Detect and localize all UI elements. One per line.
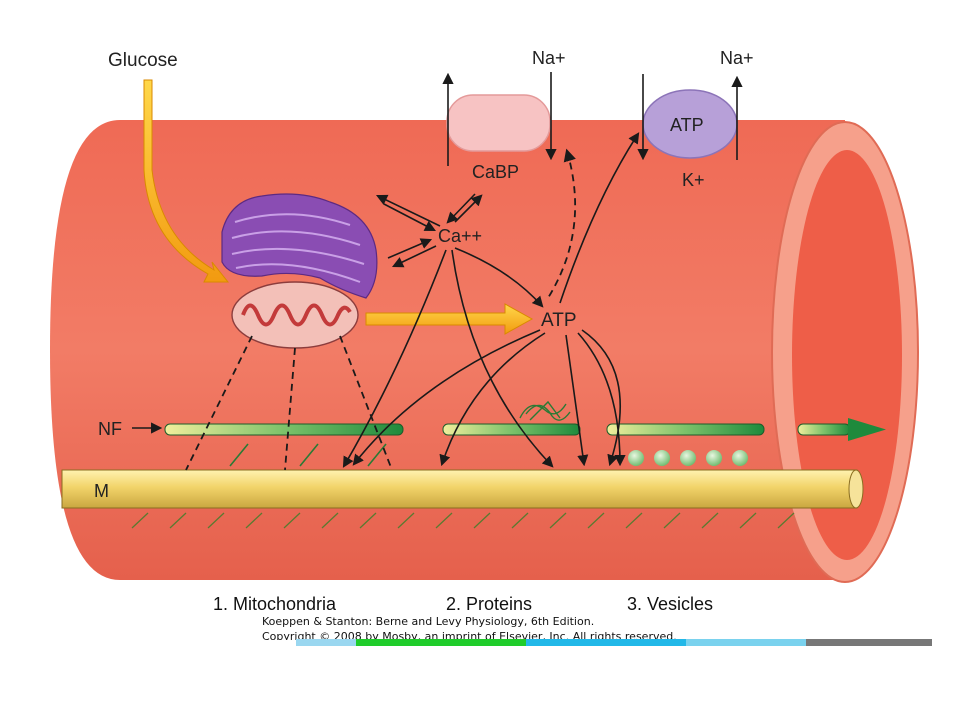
decorative-color-bar: [686, 639, 806, 646]
na-right-label: Na+: [720, 48, 754, 68]
microtubule: [61, 469, 864, 509]
decorative-color-bar: [806, 639, 932, 646]
decorative-color-bar: [296, 639, 356, 646]
dashed-connectors: [185, 148, 576, 471]
pump-atp-label: ATP: [670, 115, 704, 135]
ca-label: Ca++: [438, 226, 482, 246]
decorative-color-bar: [356, 639, 526, 646]
microtubule-ticks: [131, 512, 795, 529]
caption-mitochondria: 1. Mitochondria: [213, 594, 337, 614]
credit-line-1: Koeppen & Stanton: Berne and Levy Physio…: [262, 615, 595, 628]
na-ca-exchanger: [446, 94, 551, 152]
decorative-color-bar: [526, 639, 686, 646]
neurofilament-segments: [164, 418, 886, 441]
credit-line-2: Copyright © 2008 by Mosby, an imprint of…: [262, 630, 677, 640]
nf-label: NF: [98, 419, 122, 439]
atp-label: ATP: [541, 310, 577, 331]
glucose-arrow: [143, 79, 230, 283]
axon-tube: [50, 120, 919, 583]
vesicles: [628, 450, 748, 466]
microtubule-label: M: [94, 481, 109, 501]
pathway-arrows: [132, 72, 743, 468]
k-label: K+: [682, 170, 705, 190]
atp-production-arrow: [365, 303, 534, 335]
cabp-label: CaBP: [472, 162, 519, 182]
na-left-label: Na+: [532, 48, 566, 68]
caption-vesicles: 3. Vesicles: [627, 594, 714, 614]
glucose-label: Glucose: [108, 50, 178, 71]
protein-complex: [519, 400, 571, 421]
caption-proteins: 2. Proteins: [446, 594, 533, 614]
cross-bridges: [229, 443, 387, 467]
mitochondrion: [221, 193, 378, 349]
